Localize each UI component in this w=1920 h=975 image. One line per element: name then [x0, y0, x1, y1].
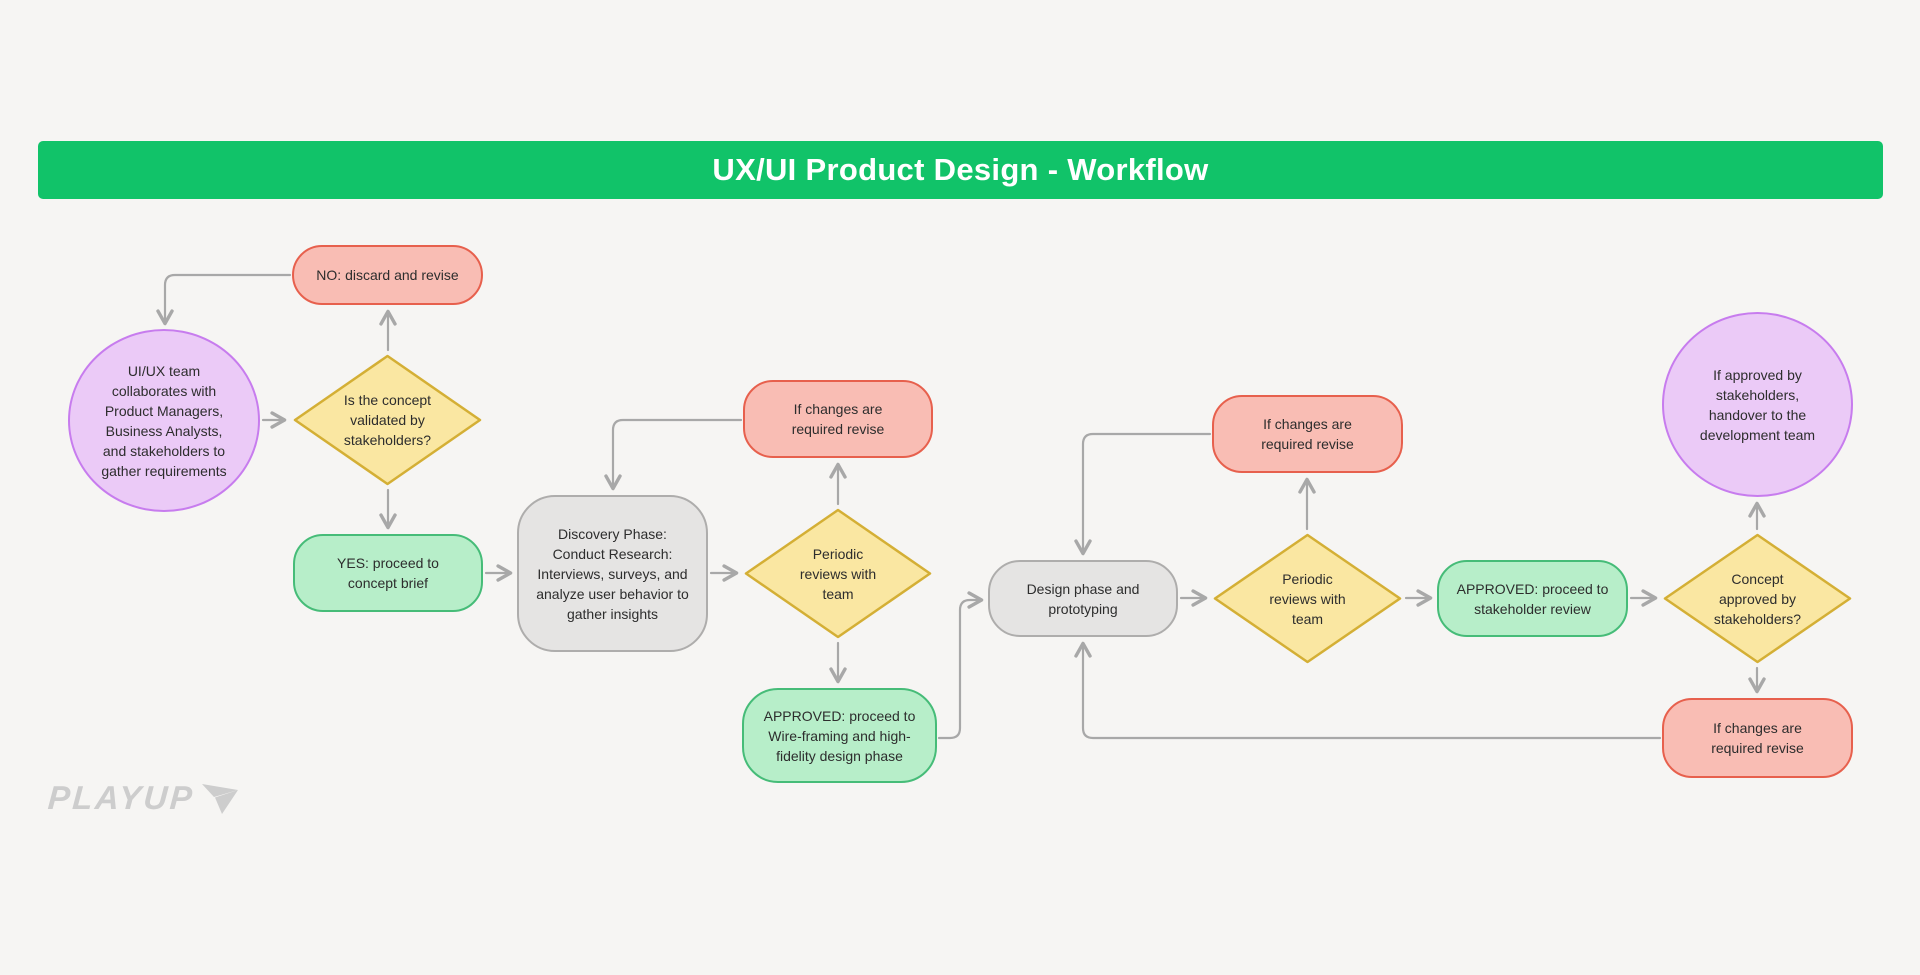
- node-label: If changes are required revise: [1711, 720, 1804, 756]
- diamond-shape-icon: [293, 354, 482, 486]
- node-label: YES: proceed to concept brief: [337, 555, 439, 591]
- node-label: Discovery Phase: Conduct Research: Inter…: [536, 525, 689, 622]
- node-label: APPROVED: proceed to stakeholder review: [1456, 580, 1609, 617]
- node-label: NO: discard and revise: [316, 267, 459, 283]
- node-label: Periodic reviews with team: [799, 545, 877, 602]
- node-label: If changes are required revise: [791, 401, 885, 437]
- diamond-shape-icon: [1663, 533, 1852, 664]
- node-concept-validated[interactable]: Is the concept validated by stakeholders…: [292, 353, 483, 487]
- node-periodic-reviews-2[interactable]: Periodic reviews with team: [1212, 532, 1403, 665]
- node-changes-revise-2[interactable]: If changes are required revise: [1212, 395, 1403, 473]
- node-approved-stakeholder[interactable]: APPROVED: proceed to stakeholder review: [1437, 560, 1628, 637]
- node-label: APPROVED: proceed to Wire-framing and hi…: [763, 707, 916, 764]
- playup-logo-text: PLAYUP: [46, 779, 196, 816]
- node-handover-circle[interactable]: If approved by stakeholders, handover to…: [1662, 312, 1853, 497]
- node-design-phase[interactable]: Design phase and prototyping: [988, 560, 1178, 637]
- node-label: Periodic reviews with team: [1269, 570, 1346, 627]
- title-banner[interactable]: UX/UI Product Design - Workflow: [38, 141, 1883, 199]
- playup-logo: PLAYUP: [46, 778, 240, 818]
- node-label: If approved by stakeholders, handover to…: [1699, 366, 1816, 443]
- playup-dart-icon: [202, 784, 239, 814]
- diamond-shape-icon: [744, 508, 932, 639]
- node-concept-approved[interactable]: Concept approved by stakeholders?: [1662, 532, 1853, 665]
- node-changes-revise-3[interactable]: If changes are required revise: [1662, 698, 1853, 778]
- node-label: If changes are required revise: [1261, 416, 1354, 452]
- node-label: Is the concept validated by stakeholders…: [343, 392, 432, 448]
- node-approved-wireframing[interactable]: APPROVED: proceed to Wire-framing and hi…: [742, 688, 937, 783]
- node-label: UI/UX team collaborates with Product Man…: [101, 362, 227, 479]
- node-changes-revise-1[interactable]: If changes are required revise: [743, 380, 933, 458]
- node-discovery-phase[interactable]: Discovery Phase: Conduct Research: Inter…: [517, 495, 708, 652]
- node-label: Design phase and prototyping: [1026, 580, 1140, 617]
- page-title: UX/UI Product Design - Workflow: [712, 152, 1209, 187]
- node-start-circle[interactable]: UI/UX team collaborates with Product Man…: [68, 329, 260, 512]
- node-periodic-reviews-1[interactable]: Periodic reviews with team: [743, 507, 933, 640]
- node-yes-proceed[interactable]: YES: proceed to concept brief: [293, 534, 483, 612]
- node-no-discard[interactable]: NO: discard and revise: [292, 245, 483, 305]
- node-label: Concept approved by stakeholders?: [1713, 570, 1802, 627]
- diamond-shape-icon: [1213, 533, 1402, 664]
